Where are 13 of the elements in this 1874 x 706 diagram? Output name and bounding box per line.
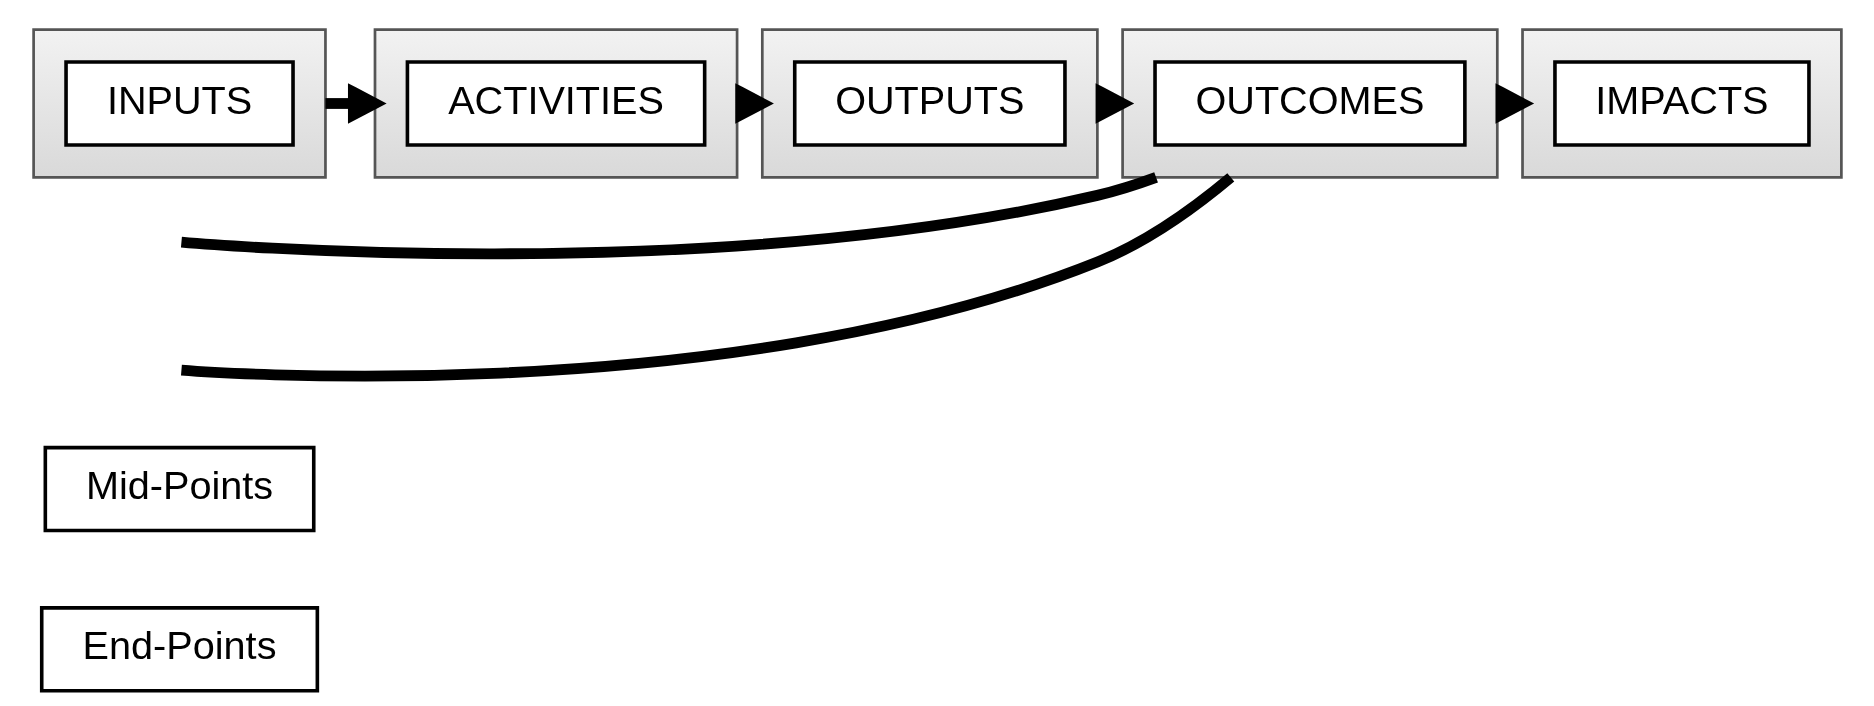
cluster <box>1520 28 1843 179</box>
node-box: ACTIVITIES <box>405 60 706 147</box>
node-box: OUTCOMES <box>1152 60 1467 147</box>
cluster <box>373 28 738 179</box>
node-box: Mid-Points <box>43 445 316 533</box>
node-box: End-Points <box>39 606 319 693</box>
node-box: OUTPUTS <box>792 60 1067 147</box>
node-box: INPUTS <box>63 60 295 147</box>
cluster <box>31 28 327 179</box>
arrow <box>324 83 387 124</box>
connector <box>180 173 1234 382</box>
node-box: IMPACTS <box>1552 60 1811 147</box>
connector <box>180 172 1158 260</box>
